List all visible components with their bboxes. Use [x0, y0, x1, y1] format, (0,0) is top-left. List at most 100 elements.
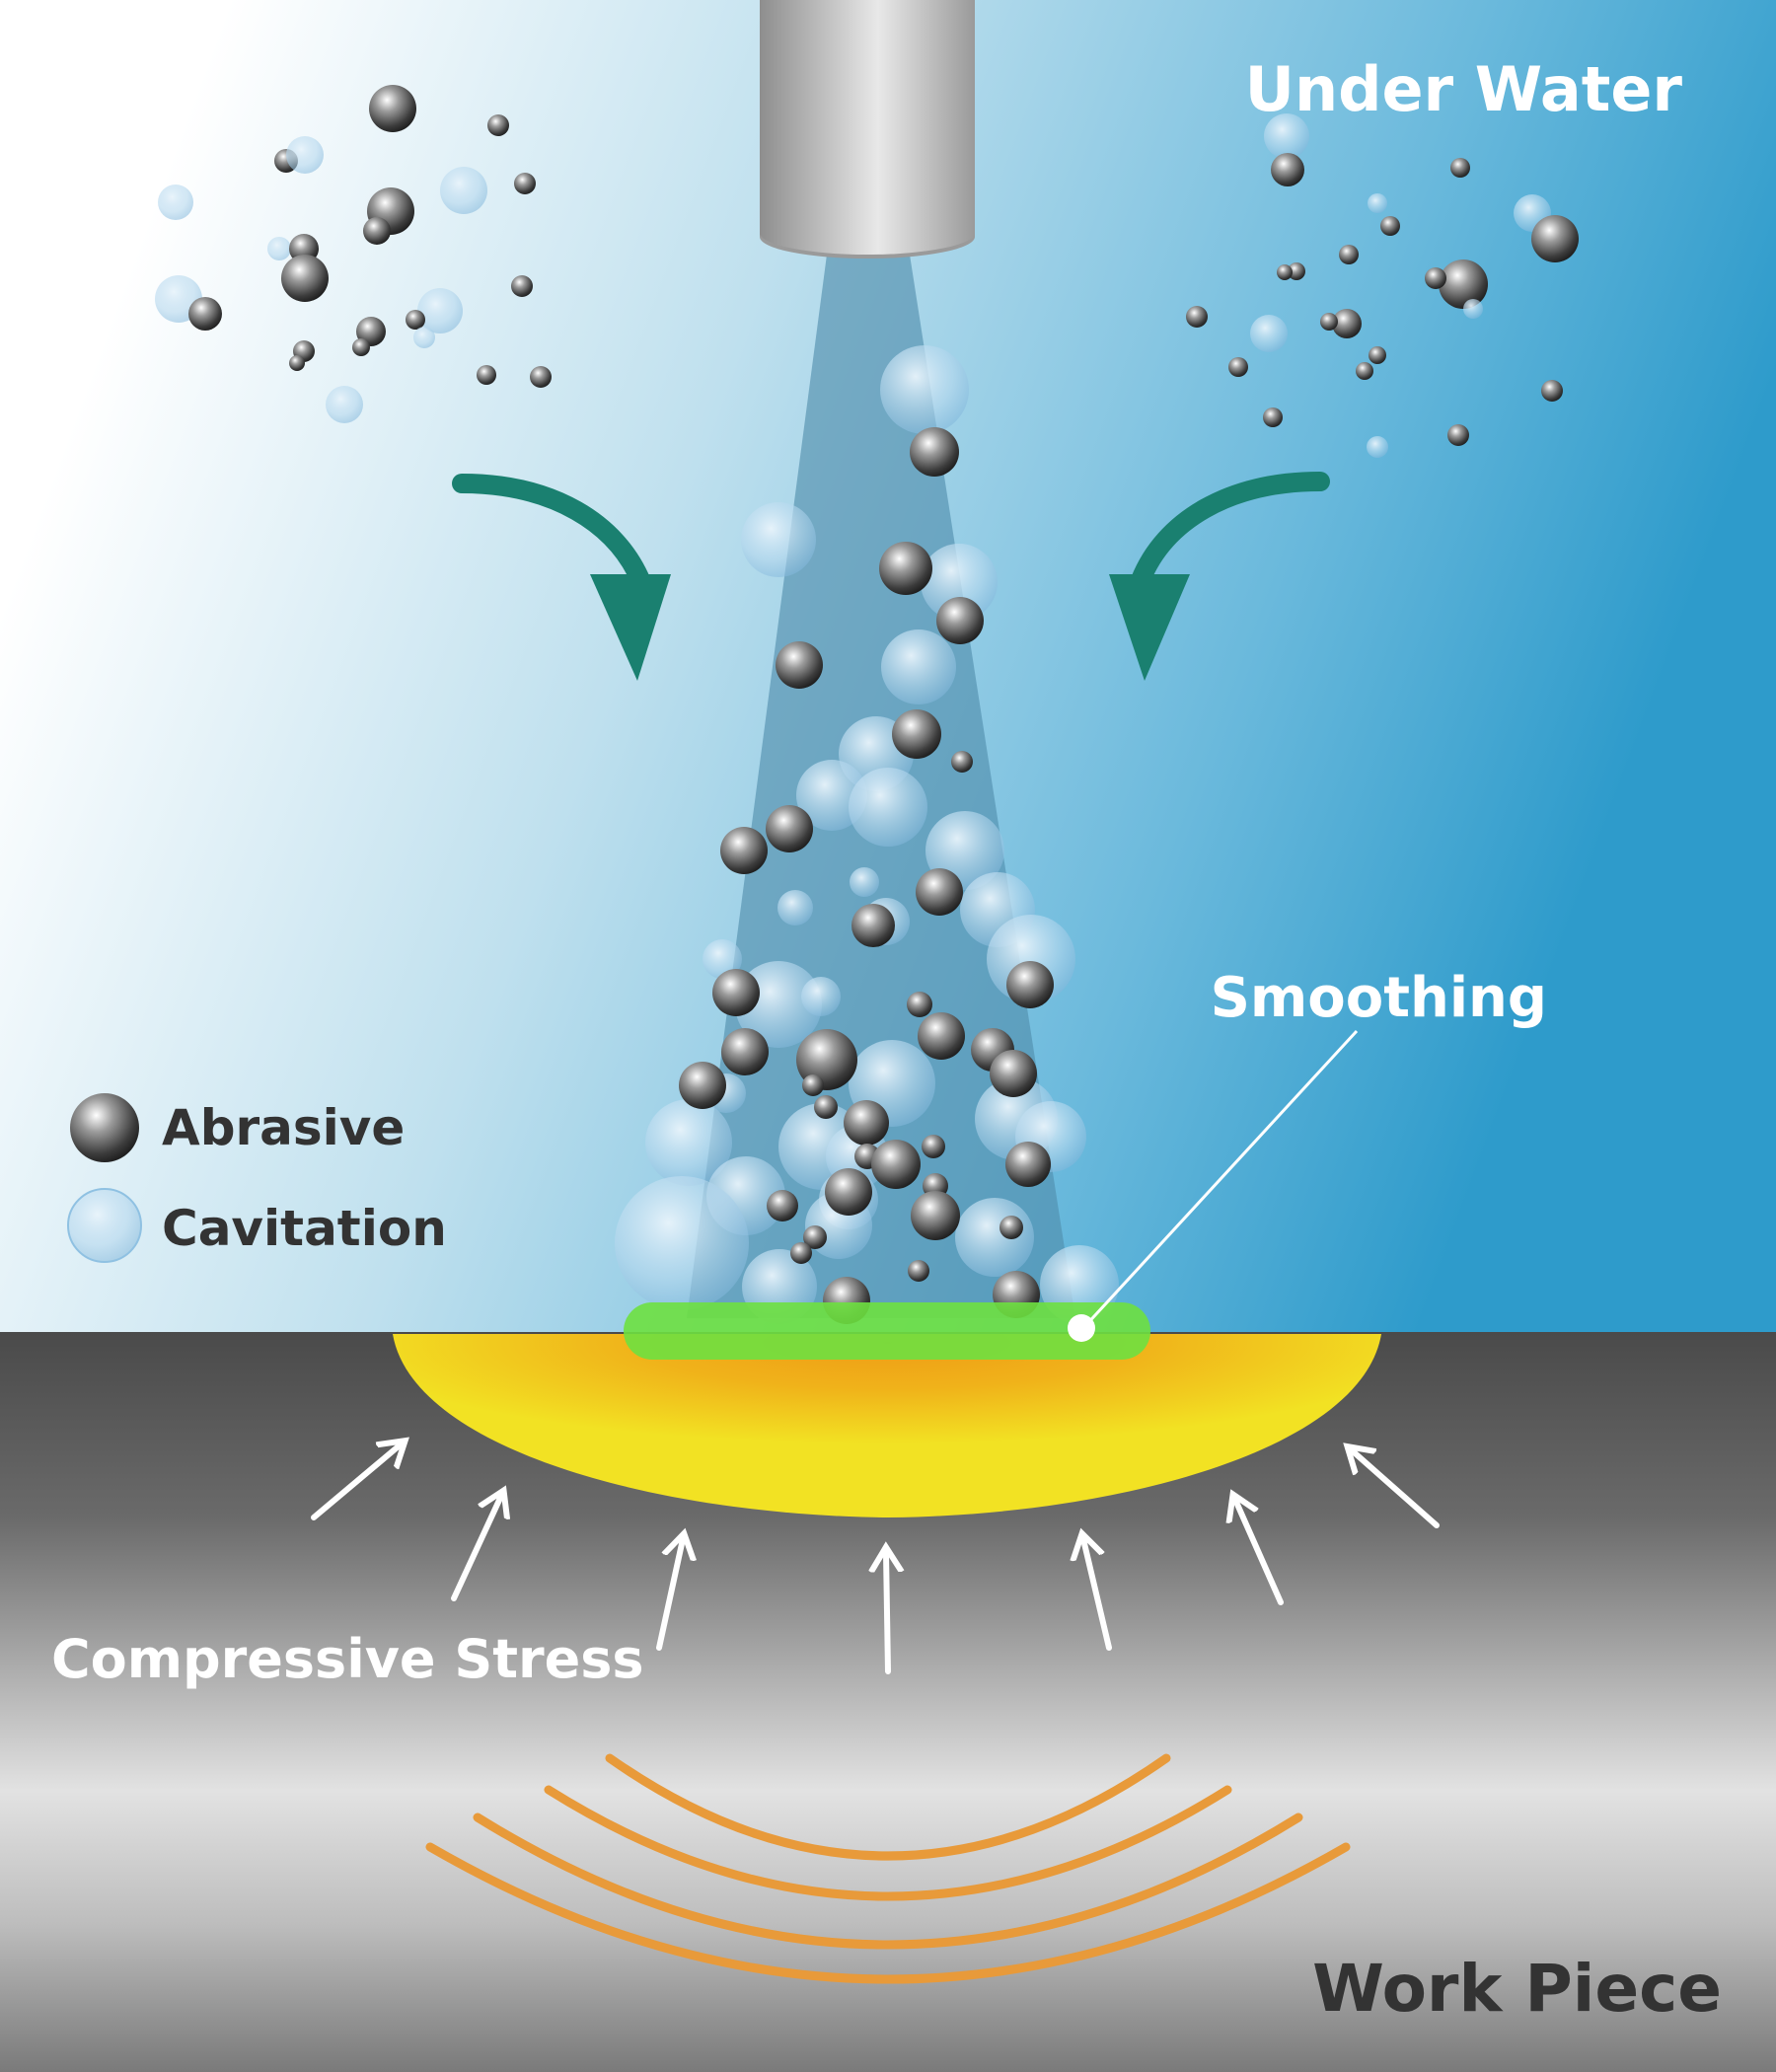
- abrasive-particle: [511, 275, 533, 297]
- abrasive-particle: [1380, 216, 1400, 236]
- abrasive-particle: [951, 751, 973, 773]
- cavitation-bubble: [286, 136, 324, 174]
- stress-arrow: [656, 1539, 683, 1651]
- abrasive-particle: [1356, 362, 1373, 380]
- abrasive-particle: [825, 1168, 872, 1216]
- cavitation-bubble: [158, 185, 193, 220]
- abrasive-particle: [990, 1050, 1037, 1097]
- cavitation-bubble: [849, 768, 927, 847]
- abrasive-particle: [406, 310, 425, 330]
- abrasive-particle: [1450, 158, 1470, 178]
- abrasive-particle: [776, 641, 823, 689]
- cavitation-bubble: [1463, 299, 1483, 319]
- abrasive-particle: [922, 1135, 945, 1158]
- cavitation-bubble: [615, 1176, 749, 1310]
- abrasive-particle: [1439, 259, 1488, 309]
- smoothing-band: [624, 1302, 1150, 1360]
- cavitation-bubble: [921, 544, 998, 621]
- flow-arrow-right: [1109, 472, 1330, 681]
- cavitation-bubble: [850, 867, 879, 897]
- stress-wave: [425, 1842, 1351, 1984]
- abrasive-particle: [911, 1191, 960, 1240]
- abrasive-particle: [907, 992, 932, 1017]
- abrasive-particle: [871, 1140, 921, 1189]
- legend-label-abrasive: Abrasive: [162, 1099, 405, 1156]
- abrasive-particle: [289, 355, 305, 371]
- cavitation-bubble: [1264, 113, 1309, 159]
- abrasive-particle: [1531, 215, 1579, 262]
- abrasive-particle: [802, 1074, 824, 1096]
- cavitation-bubble: [955, 1198, 1034, 1277]
- cavitation-bubble: [413, 327, 435, 348]
- legend: Abrasive Cavitation: [67, 1093, 447, 1263]
- abrasive-particle: [803, 1225, 827, 1249]
- cavitation-bubble-icon: [67, 1188, 142, 1263]
- stress-arrow: [311, 1444, 401, 1520]
- cavitation-bubble: [741, 502, 816, 577]
- stress-wave: [544, 1785, 1232, 1901]
- smoothing-callout: [1068, 1029, 1359, 1342]
- abrasive-particle: [916, 868, 963, 916]
- abrasive-particle: [851, 904, 895, 947]
- compressive-stress-label: Compressive Stress: [51, 1628, 644, 1690]
- abrasive-particle: [766, 805, 813, 852]
- abrasive-particle: [910, 427, 959, 477]
- abrasive-particle: [1186, 306, 1208, 328]
- abrasive-particle: [514, 173, 536, 194]
- stress-wave: [473, 1813, 1303, 1950]
- work-piece-label: Work Piece: [1312, 1951, 1722, 2027]
- abrasive-particle: [790, 1242, 812, 1264]
- abrasive-particle: [1332, 309, 1362, 338]
- abrasive-particle: [188, 297, 222, 331]
- cavitation-bubble: [1367, 436, 1388, 458]
- abrasive-particle: [1320, 313, 1338, 331]
- stress-wave: [605, 1753, 1171, 1861]
- abrasive-particle: [814, 1095, 838, 1119]
- abrasive-particle: [720, 827, 768, 874]
- compressive-stress-arrows: [311, 1444, 1440, 1674]
- abrasive-particle: [369, 85, 416, 132]
- nozzle: [760, 0, 975, 259]
- cavitation-bubble: [881, 629, 956, 704]
- abrasive-particle: [936, 597, 984, 644]
- cavitation-bubble: [326, 386, 363, 423]
- stress-arrow: [1083, 1539, 1112, 1651]
- abrasive-particle: [721, 1028, 769, 1075]
- stress-arrow: [1352, 1450, 1440, 1528]
- abrasive-particle: [892, 709, 941, 759]
- cavitation-bubble: [440, 167, 487, 214]
- abrasive-particle: [1541, 380, 1563, 402]
- abrasive-particle: [844, 1100, 889, 1146]
- compressive-stress-zone: [393, 1334, 1381, 1517]
- abrasive-particle: [1263, 407, 1283, 427]
- particle-field: [155, 85, 1579, 1324]
- cavitation-bubble: [645, 1099, 732, 1186]
- abrasive-particle: [1425, 267, 1446, 289]
- abrasive-particle: [1277, 264, 1293, 280]
- smoothing-label: Smoothing: [1211, 966, 1547, 1030]
- abrasive-particle: [1288, 262, 1305, 280]
- abrasive-particle: [879, 542, 932, 595]
- cavitation-bubble: [777, 890, 813, 925]
- abrasive-particle: [281, 255, 329, 302]
- abrasive-particle: [918, 1012, 965, 1060]
- stress-arrow: [451, 1496, 501, 1601]
- abrasive-particle: [487, 114, 509, 136]
- cavitation-bubble: [703, 939, 742, 979]
- abrasive-particle: [1271, 153, 1304, 186]
- abrasive-particle-icon: [70, 1093, 139, 1162]
- cavitation-bubble: [1250, 315, 1288, 352]
- abrasive-particle: [1006, 961, 1054, 1008]
- cavitation-bubble: [267, 237, 291, 260]
- stress-arrow: [1235, 1500, 1284, 1605]
- cavitation-bubble: [417, 288, 463, 333]
- abrasive-particle: [767, 1190, 798, 1221]
- flow-arrow-left: [452, 474, 671, 681]
- environment-label: Under Water: [1245, 53, 1683, 125]
- cavitation-bubble: [1368, 193, 1387, 213]
- abrasive-particle: [908, 1260, 929, 1282]
- abrasive-particle: [530, 366, 552, 388]
- stress-arrow: [886, 1553, 888, 1674]
- cavitation-bubble: [801, 977, 841, 1016]
